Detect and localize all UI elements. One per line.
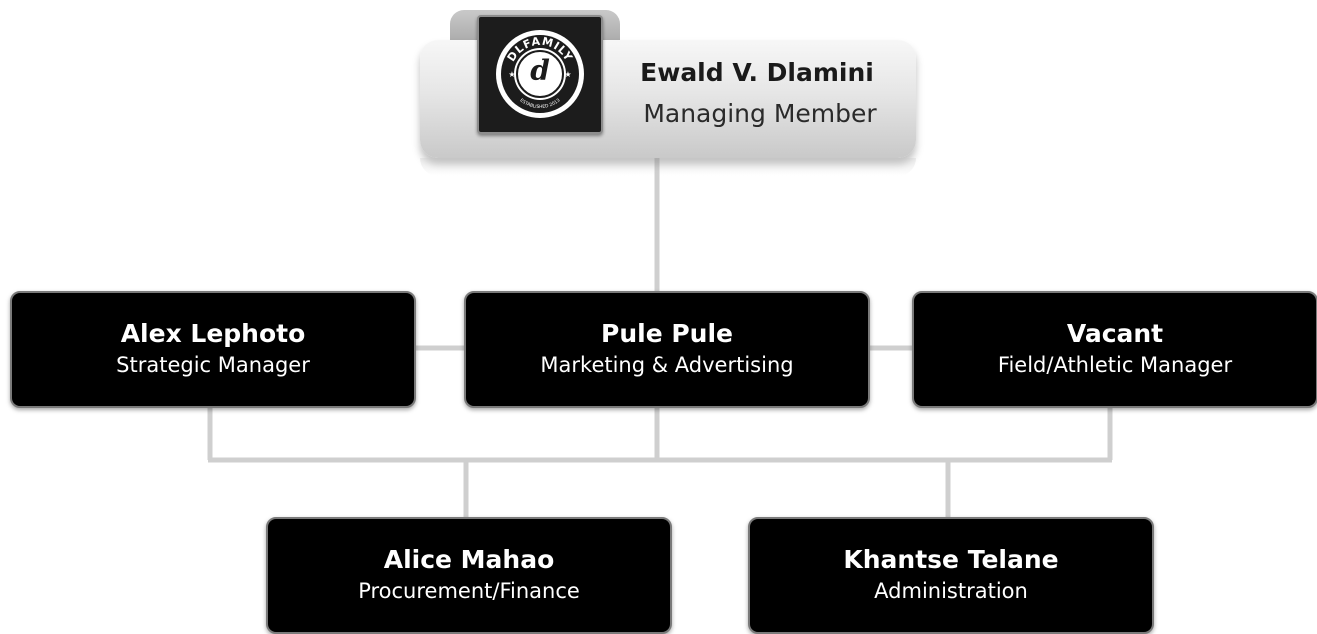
dlfamily-logo-icon: d ★ ★ DLFAMILY ESTABLISHED 2013 — [496, 30, 584, 118]
card-role: Administration — [874, 579, 1028, 603]
card-name: Vacant — [1066, 319, 1164, 348]
card-alex-lephoto: Alex Lephoto Strategic Manager — [10, 291, 416, 408]
card-pule-pule: Pule Pule Marketing & Advertising — [464, 291, 870, 408]
top-member-role: Managing Member — [643, 99, 877, 128]
dlfamily-logo: d ★ ★ DLFAMILY ESTABLISHED 2013 — [477, 15, 603, 134]
card-name: Pule Pule — [601, 319, 733, 348]
svg-text:★: ★ — [508, 70, 515, 79]
svg-text:★: ★ — [564, 70, 571, 79]
top-member-name: Ewald V. Dlamini — [640, 58, 874, 87]
card-role: Field/Athletic Manager — [997, 353, 1233, 377]
card-name: Alice Mahao — [383, 545, 555, 574]
card-role: Strategic Manager — [116, 353, 310, 377]
card-role: Procurement/Finance — [358, 579, 580, 603]
card-alice-mahao: Alice Mahao Procurement/Finance — [266, 517, 672, 634]
top-card-reflection — [420, 158, 916, 176]
card-role: Marketing & Advertising — [540, 353, 794, 377]
card-vacant: Vacant Field/Athletic Manager — [912, 291, 1317, 408]
svg-text:d: d — [530, 54, 550, 87]
card-name: Alex Lephoto — [120, 319, 306, 348]
card-khantse-telane: Khantse Telane Administration — [748, 517, 1154, 634]
card-name: Khantse Telane — [843, 545, 1059, 574]
